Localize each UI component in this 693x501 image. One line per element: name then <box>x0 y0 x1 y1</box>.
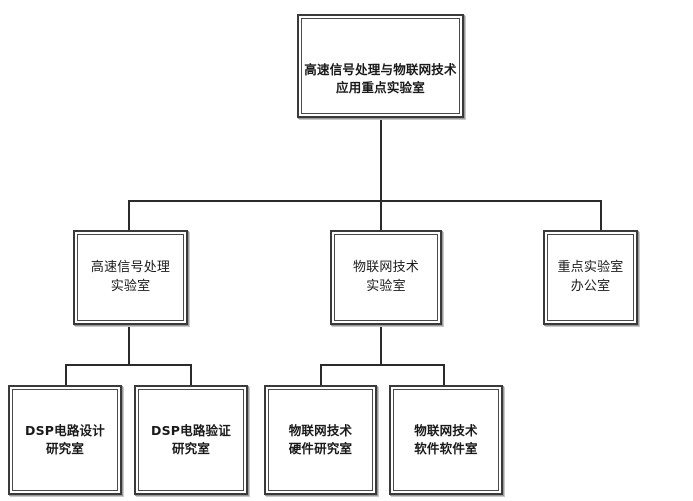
node-iot-hardware-line-1: 物联网技术 <box>288 422 353 438</box>
node-iot-hardware-inner: 物联网技术 硬件研究室 <box>268 389 373 491</box>
node-lab-dsp-line-1: 高速信号处理 <box>90 259 171 275</box>
node-dsp-circuit-verify[interactable]: DSP电路验证 研究室 <box>134 385 248 495</box>
node-lab-office-line-2: 办公室 <box>570 278 611 294</box>
node-dsp-circuit-design-line-1: DSP电路设计 <box>25 422 105 438</box>
connector-lab-dsp-down <box>128 325 130 364</box>
connector-bus-to-iot-hardware <box>320 364 322 385</box>
node-lab-office-line-1: 重点实验室 <box>557 259 624 275</box>
node-dsp-circuit-design-line-2: 研究室 <box>45 441 85 456</box>
node-iot-hardware-line-2: 硬件研究室 <box>288 441 353 456</box>
connector-lab-dsp-bus <box>65 364 192 366</box>
connector-bus-to-dsp-circuit-design <box>65 364 67 385</box>
node-iot-software-inner: 物联网技术 软件软件室 <box>393 389 499 491</box>
connector-lab-iot-bus <box>320 364 445 366</box>
connector-lab-iot-down <box>380 325 382 364</box>
connector-bus-to-lab-dsp <box>128 200 130 230</box>
node-lab-iot-line-1: 物联网技术 <box>352 259 419 275</box>
connector-level2-bus <box>128 200 602 202</box>
node-root-inner: 高速信号处理与物联网技术 应用重点实验室 <box>301 18 460 114</box>
node-lab-iot-inner: 物联网技术 实验室 <box>334 234 438 321</box>
connector-bus-to-lab-iot <box>380 200 382 230</box>
node-iot-software[interactable]: 物联网技术 软件软件室 <box>389 385 503 495</box>
node-iot-software-line-2: 软件软件室 <box>414 441 478 456</box>
node-lab-dsp[interactable]: 高速信号处理 实验室 <box>73 230 188 325</box>
node-dsp-circuit-verify-inner: DSP电路验证 研究室 <box>138 389 244 491</box>
connector-root-down <box>380 118 382 202</box>
node-lab-iot-line-2: 实验室 <box>366 278 406 294</box>
node-dsp-circuit-verify-line-1: DSP电路验证 <box>151 422 231 438</box>
connector-bus-to-lab-office <box>600 200 602 230</box>
node-lab-dsp-inner: 高速信号处理 实验室 <box>77 234 184 321</box>
node-root[interactable]: 高速信号处理与物联网技术 应用重点实验室 <box>297 14 464 118</box>
node-root-line-2: 应用重点实验室 <box>336 80 425 95</box>
connector-bus-to-iot-software <box>443 364 445 385</box>
node-iot-hardware[interactable]: 物联网技术 硬件研究室 <box>264 385 377 495</box>
node-lab-iot[interactable]: 物联网技术 实验室 <box>330 230 442 325</box>
node-dsp-circuit-design-inner: DSP电路设计 研究室 <box>12 389 118 491</box>
node-iot-software-line-1: 物联网技术 <box>414 422 478 438</box>
node-lab-office[interactable]: 重点实验室 办公室 <box>543 230 638 325</box>
node-dsp-circuit-design[interactable]: DSP电路设计 研究室 <box>8 385 122 495</box>
node-lab-dsp-line-2: 实验室 <box>110 278 151 294</box>
connector-bus-to-dsp-circuit-verify <box>190 364 192 385</box>
node-lab-office-inner: 重点实验室 办公室 <box>547 234 634 321</box>
node-dsp-circuit-verify-line-2: 研究室 <box>171 441 211 456</box>
node-root-line-1: 高速信号处理与物联网技术 <box>304 61 457 77</box>
